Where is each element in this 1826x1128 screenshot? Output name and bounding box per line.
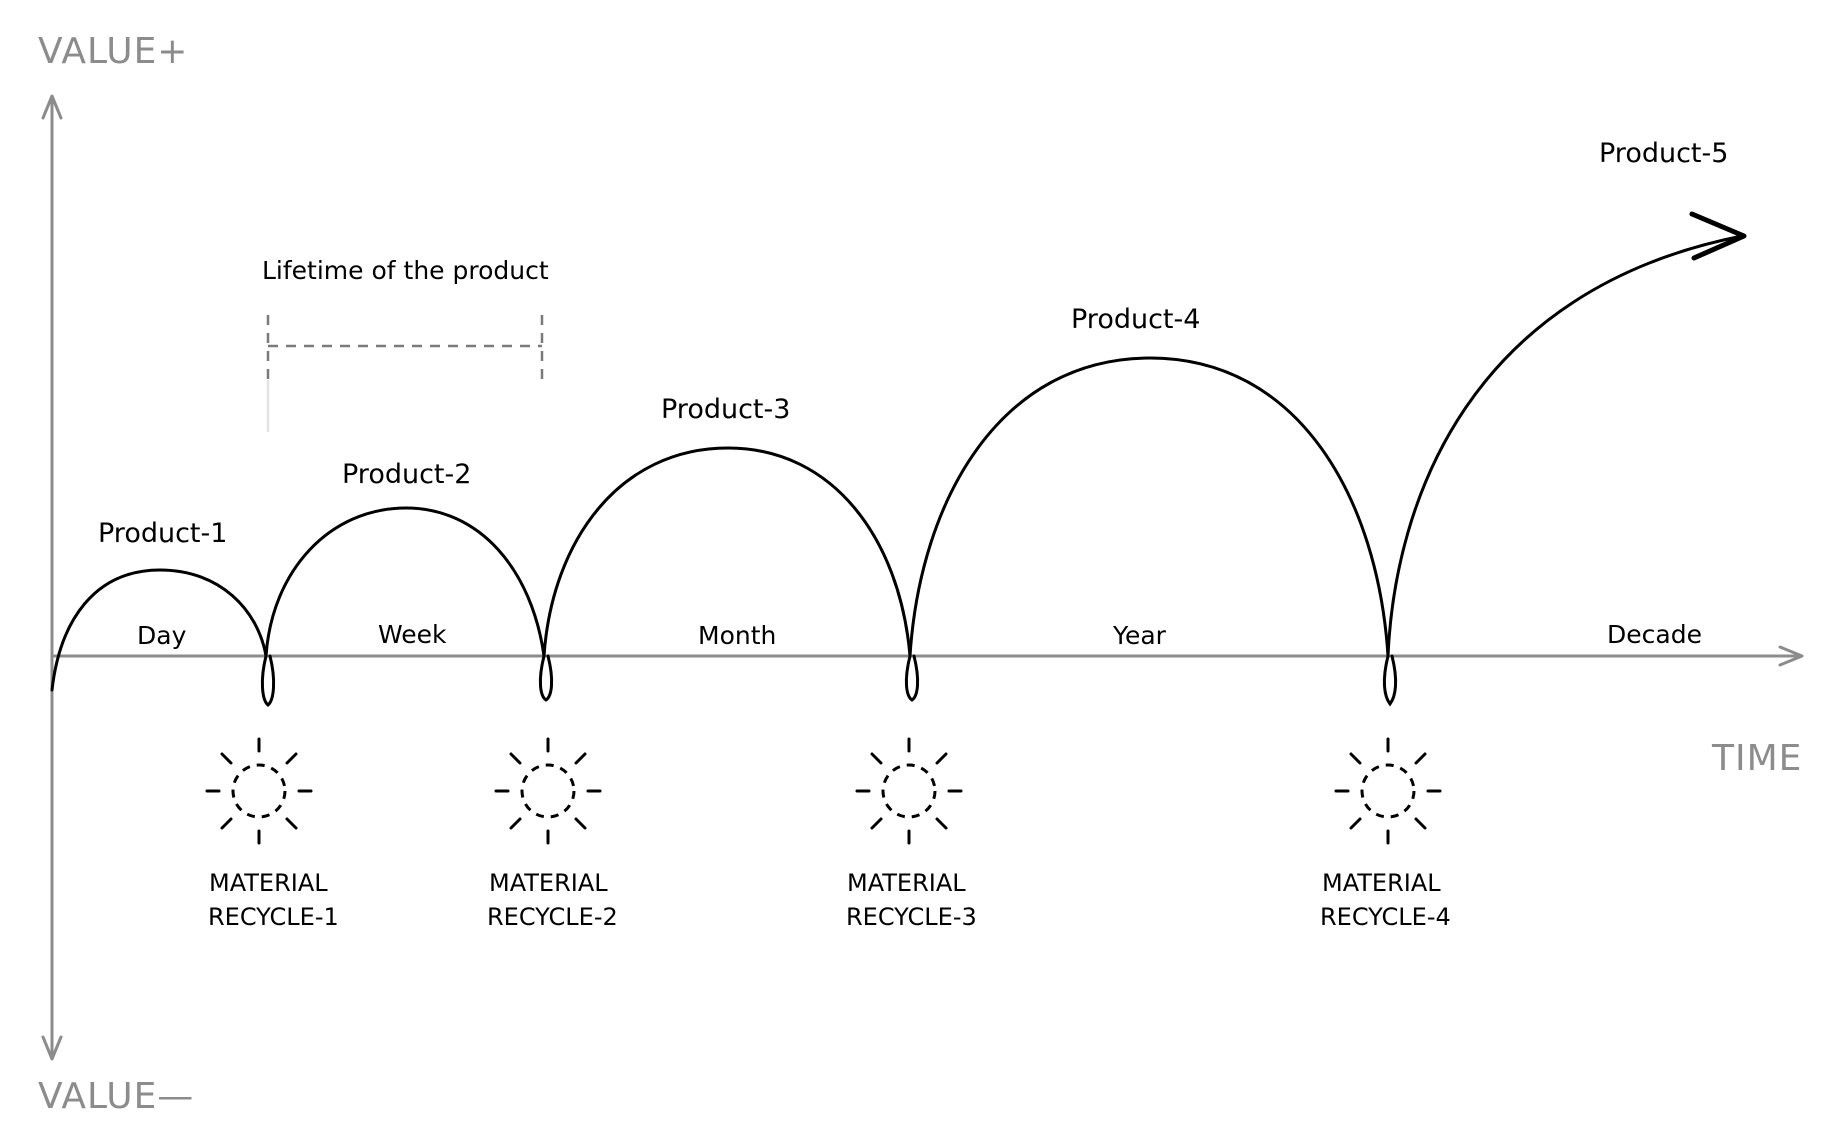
product-arcs [50, 211, 1747, 692]
period-labels: Day Week Month Year Decade [137, 620, 1702, 650]
value-axis-bottom-arrowhead [41, 1035, 63, 1061]
lifetime-label: Lifetime of the product [262, 256, 549, 285]
recycle-loops [260, 654, 1398, 707]
recycle-4-label-line2: RECYCLE-4 [1320, 903, 1451, 931]
value-axis: VALUE+ VALUE— [38, 31, 194, 1117]
lifetime-bracket: Lifetime of the product [262, 256, 549, 432]
recycle-loop-1 [260, 654, 276, 707]
period-day-label: Day [137, 621, 187, 650]
value-plus-label: VALUE+ [38, 31, 188, 72]
recycle-2-label-line1: MATERIAL [489, 869, 608, 897]
product-1-arc [50, 568, 268, 692]
recycle-loop-3 [904, 654, 920, 702]
recycle-4-sun-icon [1334, 737, 1442, 845]
product-3-arc [542, 446, 912, 658]
product-labels: Product-1 Product-2 Product-3 Product-4 … [98, 138, 1728, 549]
recycle-4-label-line1: MATERIAL [1322, 869, 1441, 897]
recycle-loop-2 [538, 654, 554, 702]
product-4-label: Product-4 [1071, 304, 1200, 335]
recycle-2-label-line2: RECYCLE-2 [487, 903, 618, 931]
product-2-arc [264, 506, 546, 658]
time-axis: TIME [52, 645, 1804, 779]
time-axis-arrowhead [1778, 645, 1804, 667]
product-5-arc [1386, 234, 1744, 658]
recycle-3-sun-icon [855, 737, 963, 845]
recycle-1-label-line2: RECYCLE-1 [208, 903, 339, 931]
recycle-1-label-line1: MATERIAL [209, 869, 328, 897]
period-decade-label: Decade [1607, 620, 1702, 649]
period-year-label: Year [1112, 621, 1167, 650]
product-5-arrowhead [1689, 211, 1747, 261]
product-1-label: Product-1 [98, 518, 227, 549]
recycle-labels: MATERIAL RECYCLE-1 MATERIAL RECYCLE-2 MA… [208, 869, 1451, 931]
product-4-arc [908, 356, 1390, 658]
period-month-label: Month [698, 621, 776, 650]
period-week-label: Week [378, 620, 447, 649]
recycle-1-sun-icon [205, 737, 313, 845]
product-3-label: Product-3 [661, 394, 790, 425]
recycle-3-label-line2: RECYCLE-3 [846, 903, 977, 931]
recycle-3-label-line1: MATERIAL [847, 869, 966, 897]
value-minus-label: VALUE— [38, 1076, 194, 1117]
recycle-2-sun-icon [494, 737, 602, 845]
time-axis-label: TIME [1711, 738, 1802, 779]
product-2-label: Product-2 [342, 459, 471, 490]
product-5-label: Product-5 [1599, 138, 1728, 169]
recycle-loop-4 [1382, 654, 1398, 707]
value-axis-top-arrowhead [41, 94, 63, 120]
recycle-icons [205, 737, 1442, 845]
